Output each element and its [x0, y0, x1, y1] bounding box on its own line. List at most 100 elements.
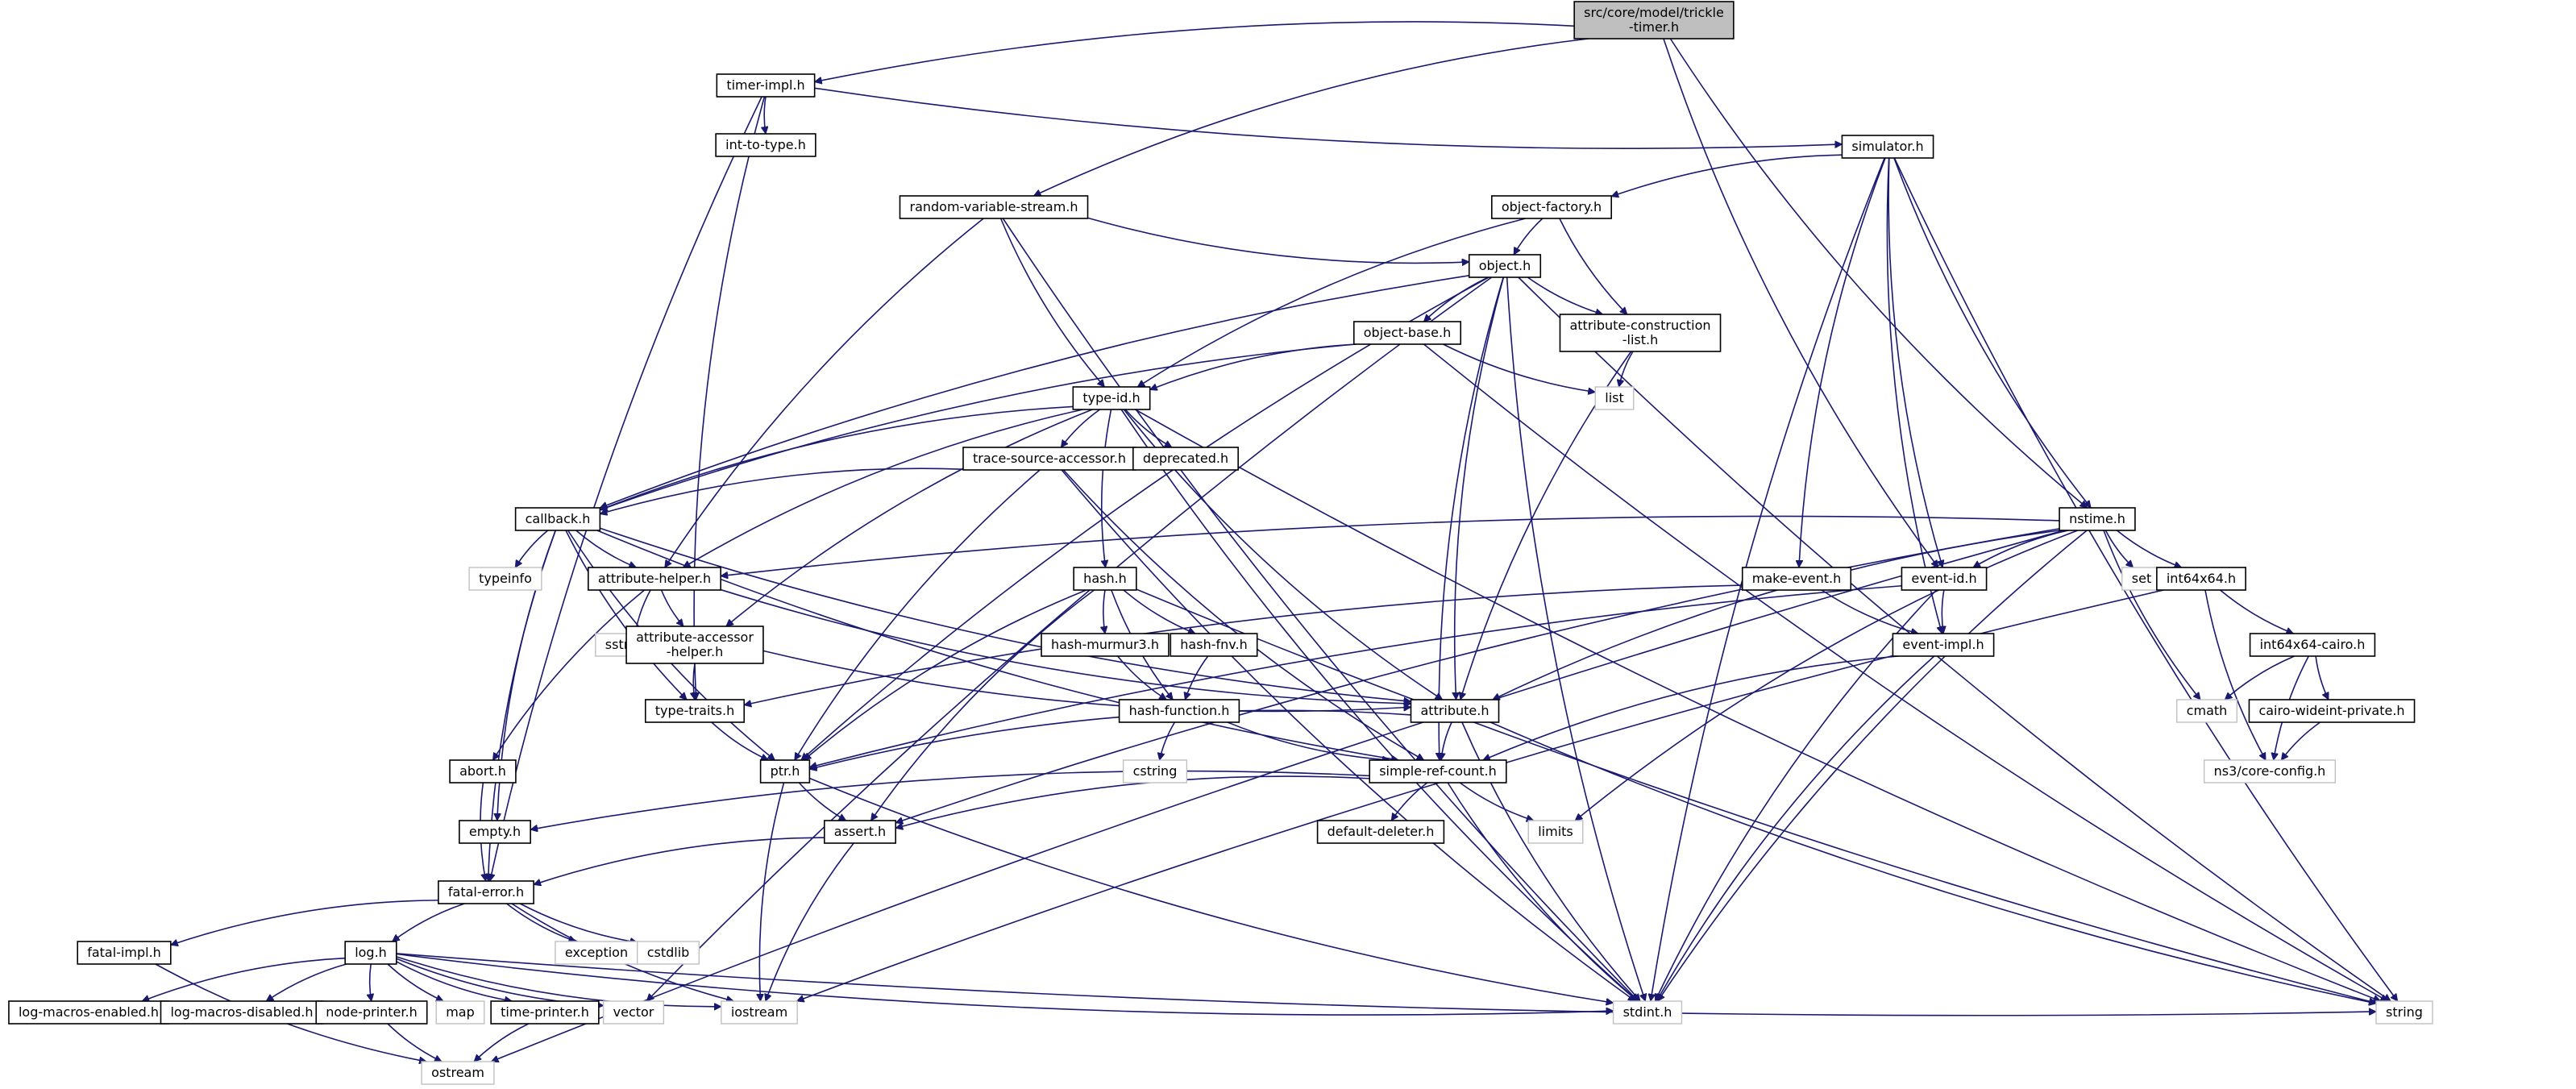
node-hash[interactable]: hash.h	[1073, 567, 1137, 591]
node-label: -list.h	[1622, 332, 1659, 347]
node-timer-impl[interactable]: timer-impl.h	[716, 73, 816, 98]
node-box	[721, 1000, 798, 1025]
node-label: hash-murmur3.h	[1051, 637, 1159, 652]
node-log[interactable]: log.h	[344, 941, 397, 965]
node-label: event-id.h	[1911, 571, 1976, 586]
node-label: simulator.h	[1851, 139, 1923, 154]
node-box	[459, 820, 531, 844]
node-make-event[interactable]: make-event.h	[1741, 567, 1852, 591]
node-label: attribute-accessor	[636, 630, 754, 645]
edge-object-factory-to-object	[1513, 218, 1544, 255]
node-box	[1491, 195, 1612, 219]
node-label: log-macros-enabled.h	[19, 1004, 159, 1020]
node-cwp[interactable]: cairo-wideint-private.h	[2248, 699, 2416, 723]
node-assert[interactable]: assert.h	[823, 820, 897, 844]
edge-type-id-to-hash	[1102, 409, 1112, 567]
edge-nstime-to-int64x64	[2116, 530, 2181, 567]
node-event-id[interactable]: event-id.h	[1901, 567, 1988, 591]
edge-nstime-to-assert	[895, 528, 2060, 823]
node-label: nstime.h	[2069, 511, 2125, 526]
edge-simulator-to-nstime	[1893, 157, 2092, 508]
node-deprecated[interactable]: deprecated.h	[1132, 447, 1239, 471]
edge-type-id-to-string	[1135, 409, 2380, 1001]
edge-hash-to-fnv	[1123, 589, 1195, 634]
node-time-printer[interactable]: time-printer.h	[490, 1000, 600, 1025]
node-murmur[interactable]: hash-murmur3.h	[1041, 633, 1170, 657]
node-box	[1892, 633, 1995, 657]
edge-aah-to-type-traits	[693, 663, 695, 700]
node-rvs[interactable]: random-variable-stream.h	[899, 195, 1089, 219]
edge-rvs-to-stdint	[1002, 218, 1638, 1001]
node-box	[514, 507, 601, 531]
node-cairo[interactable]: int64x64-cairo.h	[2249, 633, 2376, 657]
node-acl[interactable]: attribute-construction-list.h	[1559, 314, 1722, 352]
edge-object-factory-to-acl	[1559, 218, 1627, 314]
node-default-deleter[interactable]: default-deleter.h	[1316, 820, 1445, 844]
node-object-factory[interactable]: object-factory.h	[1491, 195, 1612, 219]
node-abort[interactable]: abort.h	[449, 759, 517, 783]
node-aah[interactable]: attribute-accessor-helper.h	[625, 626, 764, 664]
edge-acl-to-list	[1619, 351, 1634, 387]
node-ptr[interactable]: ptr.h	[759, 759, 811, 783]
node-box	[1741, 567, 1852, 591]
node-label: assert.h	[834, 824, 886, 839]
node-box	[468, 567, 542, 591]
node-type-id[interactable]: type-id.h	[1072, 386, 1151, 410]
node-box	[435, 1000, 485, 1025]
node-fnv[interactable]: hash-fnv.h	[1170, 633, 1258, 657]
node-box	[1573, 1, 1735, 39]
edge-object-to-object-base	[1423, 276, 1489, 322]
edges-layer	[142, 21, 2399, 1062]
edge-nstime-to-stdint	[1657, 530, 2088, 1001]
node-empty[interactable]: empty.h	[459, 820, 531, 844]
node-nstime[interactable]: nstime.h	[2059, 507, 2136, 531]
node-box	[602, 1000, 665, 1025]
node-box	[588, 567, 721, 591]
node-type-traits[interactable]: type-traits.h	[644, 699, 746, 723]
node-box	[1170, 633, 1258, 657]
node-attr-helper[interactable]: attribute-helper.h	[588, 567, 721, 591]
node-box	[716, 73, 816, 98]
node-label: random-variable-stream.h	[909, 199, 1078, 214]
edge-fatal-error-to-log	[393, 903, 465, 942]
edge-object-base-to-type-id	[1150, 343, 1357, 389]
edge-event-id-to-event-impl	[1942, 589, 1944, 634]
node-node-printer[interactable]: node-printer.h	[315, 1000, 428, 1025]
edge-tsa-to-stdint	[1061, 469, 1635, 1002]
edge-object-base-to-list	[1443, 343, 1595, 393]
node-label: hash-function.h	[1129, 703, 1230, 718]
node-lme[interactable]: log-macros-enabled.h	[8, 1000, 169, 1025]
node-box	[1468, 254, 1542, 278]
node-hash-fn[interactable]: hash-function.h	[1118, 699, 1240, 723]
node-box	[2156, 567, 2246, 591]
edge-cwp-to-core-config	[2280, 721, 2321, 760]
node-root[interactable]: src/core/model/trickle-timer.h	[1573, 1, 1735, 39]
node-callback[interactable]: callback.h	[514, 507, 601, 531]
node-label: type-id.h	[1082, 390, 1140, 405]
node-lmd[interactable]: log-macros-disabled.h	[160, 1000, 324, 1025]
node-event-impl[interactable]: event-impl.h	[1892, 633, 1995, 657]
node-simulator[interactable]: simulator.h	[1841, 135, 1934, 159]
edge-attr-helper-to-aah	[660, 589, 683, 626]
node-box	[1612, 1000, 1683, 1025]
node-label: log-macros-disabled.h	[170, 1004, 313, 1020]
edge-int64x64-to-core-config	[2204, 589, 2266, 760]
node-label: -timer.h	[1629, 19, 1679, 35]
node-attribute[interactable]: attribute.h	[1410, 699, 1500, 723]
node-int-to-type[interactable]: int-to-type.h	[715, 133, 816, 157]
node-fatal-impl[interactable]: fatal-impl.h	[77, 941, 172, 965]
edge-attribute-to-src	[1441, 721, 1452, 760]
node-int64x64[interactable]: int64x64.h	[2156, 567, 2246, 591]
edge-simulator-to-object-factory	[1611, 154, 1843, 196]
node-box	[2059, 507, 2136, 531]
node-box	[1559, 314, 1722, 352]
node-fatal-error[interactable]: fatal-error.h	[438, 880, 534, 904]
node-box	[1841, 135, 1934, 159]
node-object[interactable]: object.h	[1468, 254, 1542, 278]
node-src[interactable]: simple-ref-count.h	[1369, 759, 1507, 783]
edge-log-to-time-printer	[396, 961, 512, 1001]
node-tsa[interactable]: trace-source-accessor.h	[962, 447, 1136, 471]
node-label: abort.h	[459, 763, 506, 779]
node-object-base[interactable]: object-base.h	[1352, 321, 1462, 345]
edge-murmur-to-hash-fn	[1117, 655, 1167, 700]
